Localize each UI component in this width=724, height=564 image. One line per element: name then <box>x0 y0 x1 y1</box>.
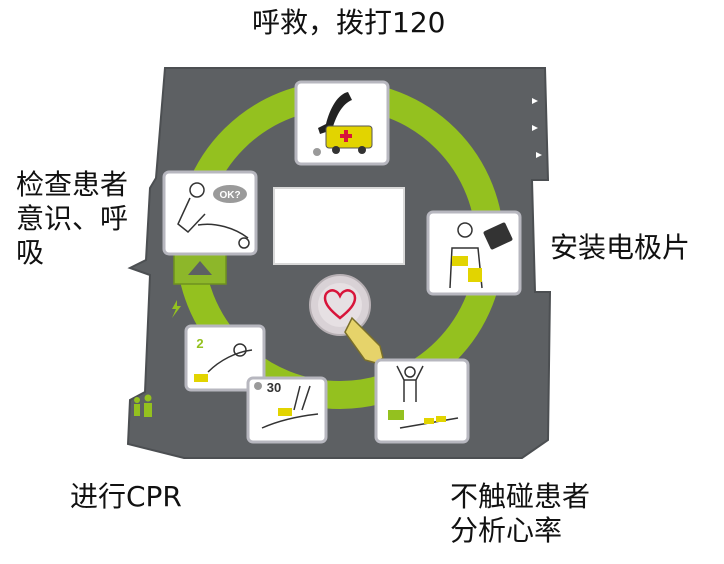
label-check-line-2: 意识、呼 <box>16 202 129 235</box>
label-call-emergency-text: 呼救，拨打120 <box>252 6 446 39</box>
display-screen <box>273 187 405 265</box>
lightning-icon <box>172 300 181 318</box>
label-analyze-line-1: 不触碰患者 <box>450 480 591 513</box>
label-attach-pads: 安装电极片 <box>550 231 690 265</box>
label-cpr: 进行CPR <box>70 480 182 514</box>
edge-arrow-icons <box>532 98 542 158</box>
label-cpr-text: 进行CPR <box>70 480 182 513</box>
analyze-no-touch-icon <box>388 365 459 429</box>
tile-cpr: 2 30 <box>184 324 328 444</box>
child-adult-icon <box>134 394 152 417</box>
tile-call-emergency <box>294 80 390 166</box>
tile-attach-pads <box>426 210 522 296</box>
tile-check-responsiveness: OK? <box>162 170 258 256</box>
ok-badge: OK? <box>219 190 240 201</box>
label-analyze: 不触碰患者 分析心率 <box>450 480 590 548</box>
label-analyze-line-2: 分析心率 <box>450 514 563 547</box>
check-responsiveness-icon: OK? <box>177 182 250 249</box>
label-attach-pads-text: 安装电极片 <box>550 231 691 264</box>
label-check-line-3: 吸 <box>16 236 45 269</box>
label-call-emergency: 呼救，拨打120 <box>252 6 445 40</box>
up-arrow-button-icon <box>188 261 212 275</box>
cpr-icon: 2 30 <box>194 336 319 429</box>
heart-button-icon <box>323 289 357 320</box>
compressions-badge: 30 <box>267 380 281 395</box>
label-check-line-1: 检查患者 <box>16 168 129 201</box>
phone-ambulance-icon <box>318 92 373 154</box>
tile-analyze-no-touch <box>374 358 470 444</box>
attach-pads-icon <box>449 222 513 289</box>
label-check-responsiveness: 检查患者 意识、呼 吸 <box>16 168 128 270</box>
breaths-badge: 2 <box>196 336 203 351</box>
